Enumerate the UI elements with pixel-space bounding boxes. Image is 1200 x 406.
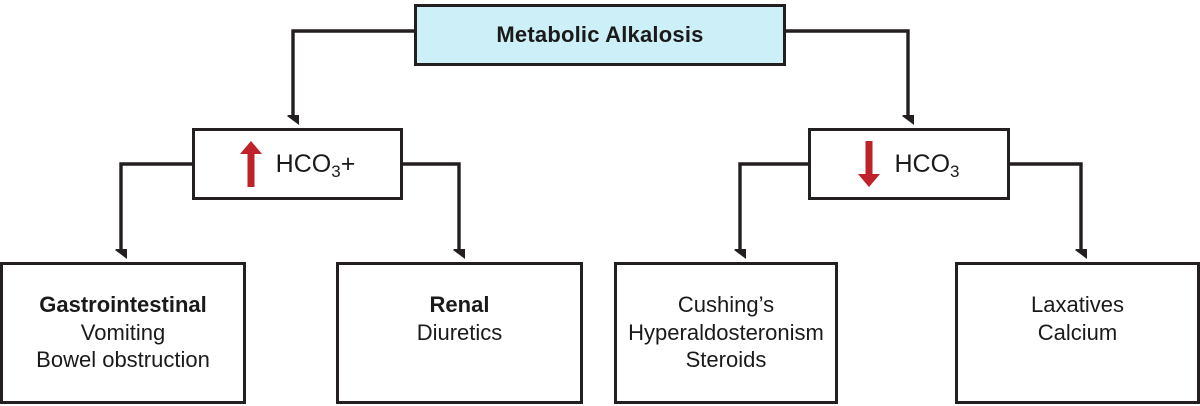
connector-increased-to-gastrointestinal (121, 162, 192, 250)
hco3-suffix: + (340, 149, 356, 178)
node-decreased-bicarbonate[interactable]: HCO3 (808, 128, 1010, 200)
leaf-line: Cushing’s (677, 292, 775, 317)
leaf-line: Bowel obstruction (36, 347, 210, 373)
hco3-prefix: HCO (275, 149, 332, 178)
leaf-line: Calcium (1037, 319, 1118, 345)
connector-root-to-decreased (786, 29, 908, 116)
node-other[interactable]: Laxatives Calcium (955, 262, 1200, 404)
leaf-text-block: Laxatives Calcium (1031, 265, 1124, 346)
arrow-down-icon (858, 141, 881, 187)
node-renal[interactable]: Renal Diuretics (336, 262, 583, 404)
leaf-line: Diuretics (416, 319, 503, 345)
leaf-line: Hyperaldosteronism (628, 319, 824, 345)
leaf-line: Laxatives (1031, 292, 1124, 317)
root-title: Metabolic Alkalosis (496, 22, 704, 47)
connector-increased-to-renal (403, 162, 459, 250)
leaf-line: Gastrointestinal (39, 292, 207, 317)
leaf-text-block: Renal Diuretics (417, 265, 503, 346)
hco3-subscript: 3 (950, 161, 960, 181)
increased-bicarbonate-label: HCO3+ (275, 149, 356, 181)
leaf-line: Vomiting (80, 319, 166, 345)
leaf-text-block: Gastrointestinal Vomiting Bowel obstruct… (36, 265, 210, 374)
hco3-subscript: 3 (331, 161, 341, 181)
leaf-line: Steroids (685, 347, 767, 373)
node-metabolic-alkalosis[interactable]: Metabolic Alkalosis (414, 4, 786, 66)
node-endocrine[interactable]: Cushing’s Hyperaldosteronism Steroids (614, 262, 838, 404)
node-increased-bicarbonate[interactable]: HCO3+ (192, 128, 403, 200)
arrow-up-icon (239, 141, 262, 187)
decreased-bicarbonate-label: HCO3 (894, 149, 960, 181)
connector-root-to-increased (293, 29, 414, 116)
hco3-prefix: HCO (894, 149, 951, 178)
connector-decreased-to-endocrine (740, 162, 808, 250)
leaf-text-block: Cushing’s Hyperaldosteronism Steroids (628, 265, 824, 374)
connector-decreased-to-other (1010, 162, 1081, 250)
leaf-line: Renal (429, 292, 490, 317)
node-gastrointestinal[interactable]: Gastrointestinal Vomiting Bowel obstruct… (0, 262, 246, 404)
